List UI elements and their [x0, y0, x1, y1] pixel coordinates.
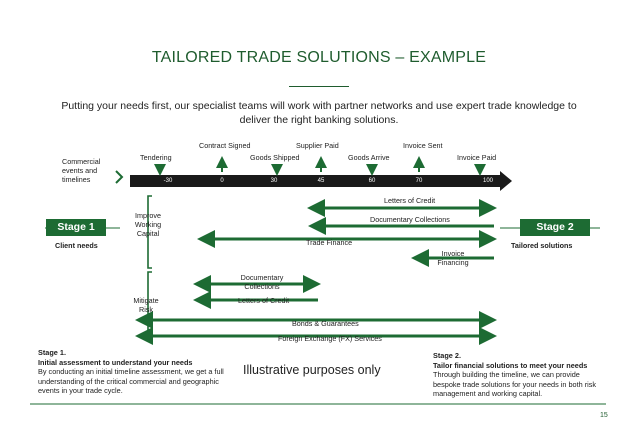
label-trade-finance: Trade Finance	[306, 238, 353, 247]
stage-1-note-title: Stage 1.	[38, 348, 66, 357]
stage-2-caption: Tailored solutions	[511, 241, 573, 250]
label-documentary-collections-top: Documentary Collections	[370, 215, 450, 224]
group-improve-working-capital: Improve Working Capital	[134, 211, 162, 238]
label-bonds-guarantees: Bonds & Guarantees	[292, 319, 359, 328]
page-title: TAILORED TRADE SOLUTIONS – EXAMPLE	[151, 49, 487, 66]
group-mitigate-risk: Mitigate Risk	[133, 296, 159, 314]
event-tendering: Tendering	[140, 153, 172, 162]
stage-2-note-title: Stage 2.	[433, 351, 461, 360]
label-letters-of-credit-top: Letters of Credit	[384, 196, 436, 205]
event-markers	[154, 156, 486, 176]
tick-100: 100	[482, 178, 493, 184]
timeline-label: Commercial events and timelines	[62, 157, 101, 184]
solution-arrows	[135, 199, 497, 345]
tick-30: 30	[270, 178, 278, 184]
title-underline	[289, 86, 349, 87]
label-invoice-financing: Invoice Financing	[437, 249, 469, 267]
stage-2-note: Stage 2. Tailor financial solutions to m…	[433, 351, 605, 399]
event-supplier-paid: Supplier Paid	[296, 141, 339, 150]
tick-0: 0	[220, 178, 224, 184]
stage-1-note-subtitle: Initial assessment to understand your ne…	[38, 357, 193, 367]
timeline-arrow	[130, 171, 512, 191]
tick-45: 45	[317, 178, 325, 184]
event-invoice-sent: Invoice Sent	[403, 141, 443, 150]
illustrative-note: Illustrative purposes only	[243, 363, 381, 377]
event-contract-signed: Contract Signed	[199, 141, 251, 150]
page-number: 15	[600, 412, 608, 419]
stage-2-box: Stage 2	[520, 219, 590, 236]
event-goods-shipped: Goods Shipped	[250, 153, 300, 162]
stage-2-note-subtitle: Tailor financial solutions to meet your …	[433, 360, 588, 370]
label-documentary-collections-bottom: Documentary Collections	[240, 273, 284, 291]
tick-minus30: -30	[163, 178, 173, 184]
stage-1-caption: Client needs	[55, 241, 98, 250]
label-fx-services: Foreign Exchange (FX) Services	[278, 334, 382, 343]
tick-70: 70	[415, 178, 423, 184]
timeline-chevron-icon	[115, 170, 124, 184]
event-invoice-paid: Invoice Paid	[457, 153, 497, 162]
stage-1-box: Stage 1	[46, 219, 106, 236]
intro-text: Putting your needs first, our specialist…	[61, 100, 577, 126]
stage-1-note-body: By conducting an initial timeline assess…	[38, 367, 224, 396]
tick-60: 60	[368, 178, 376, 184]
label-letters-of-credit-bottom: Letters of Credit	[238, 296, 290, 305]
event-goods-arrive: Goods Arrive	[348, 153, 390, 162]
stage-2-note-body: Through building the timeline, we can pr…	[433, 370, 597, 399]
stage-1-note: Stage 1. Initial assessment to understan…	[38, 348, 228, 396]
